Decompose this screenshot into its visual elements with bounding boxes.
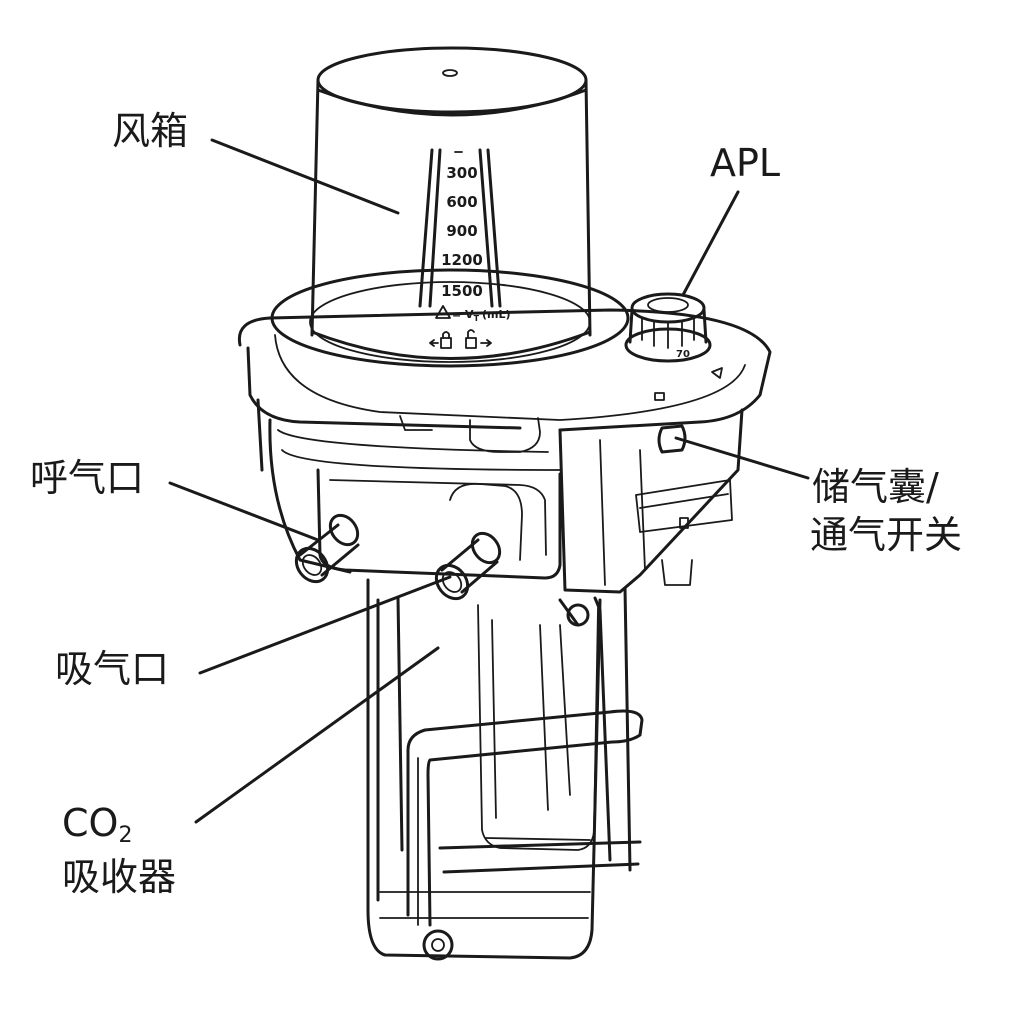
apl-valve-knob: 70 <box>624 292 723 401</box>
warning-icon <box>435 305 451 319</box>
main-housing <box>237 308 772 594</box>
canister-handle <box>406 709 644 927</box>
leader-bellows <box>210 138 400 215</box>
scale-1500: 1500 <box>441 282 483 300</box>
label-inspiratory-port: 吸气口 <box>55 647 170 691</box>
label-bag-vent-switch-line1: 储气囊/ <box>812 465 939 509</box>
scale-1200: 1200 <box>441 251 483 269</box>
lock-closed-icon <box>429 331 452 349</box>
leader-inspiratory-port <box>198 575 452 675</box>
label-absorber: 吸收器 <box>62 854 177 899</box>
leader-expiratory-port <box>168 481 320 542</box>
expiratory-port <box>294 513 360 584</box>
apl-dial-value: 70 <box>676 349 690 360</box>
scale-900: 900 <box>446 222 477 240</box>
label-expiratory-port: 呼气口 <box>30 456 145 500</box>
scale-600: 600 <box>446 193 477 211</box>
leader-bag-vent-switch <box>674 436 810 480</box>
lock-open-icon <box>465 329 492 349</box>
label-bag-vent-switch: 储气囊/ 通气开关 <box>810 464 963 559</box>
leader-apl <box>681 190 740 297</box>
leader-co2-absorber <box>194 646 440 824</box>
label-bellows: 风箱 <box>112 109 189 153</box>
label-apl: APL <box>710 141 781 185</box>
bellows-housing <box>270 46 630 368</box>
label-co2-absorber: CO2 吸收器 <box>62 800 176 901</box>
label-co2-subscript: 2 <box>118 823 133 848</box>
inspiratory-port <box>434 531 590 627</box>
label-co2-prefix: CO <box>62 801 119 845</box>
bellows-caption: = VT(mL) <box>429 305 511 349</box>
scale-300: 300 <box>446 164 477 182</box>
label-bag-vent-switch-line2: 通气开关 <box>810 512 963 557</box>
svg-text:= VT(mL): = VT(mL) <box>452 308 511 323</box>
